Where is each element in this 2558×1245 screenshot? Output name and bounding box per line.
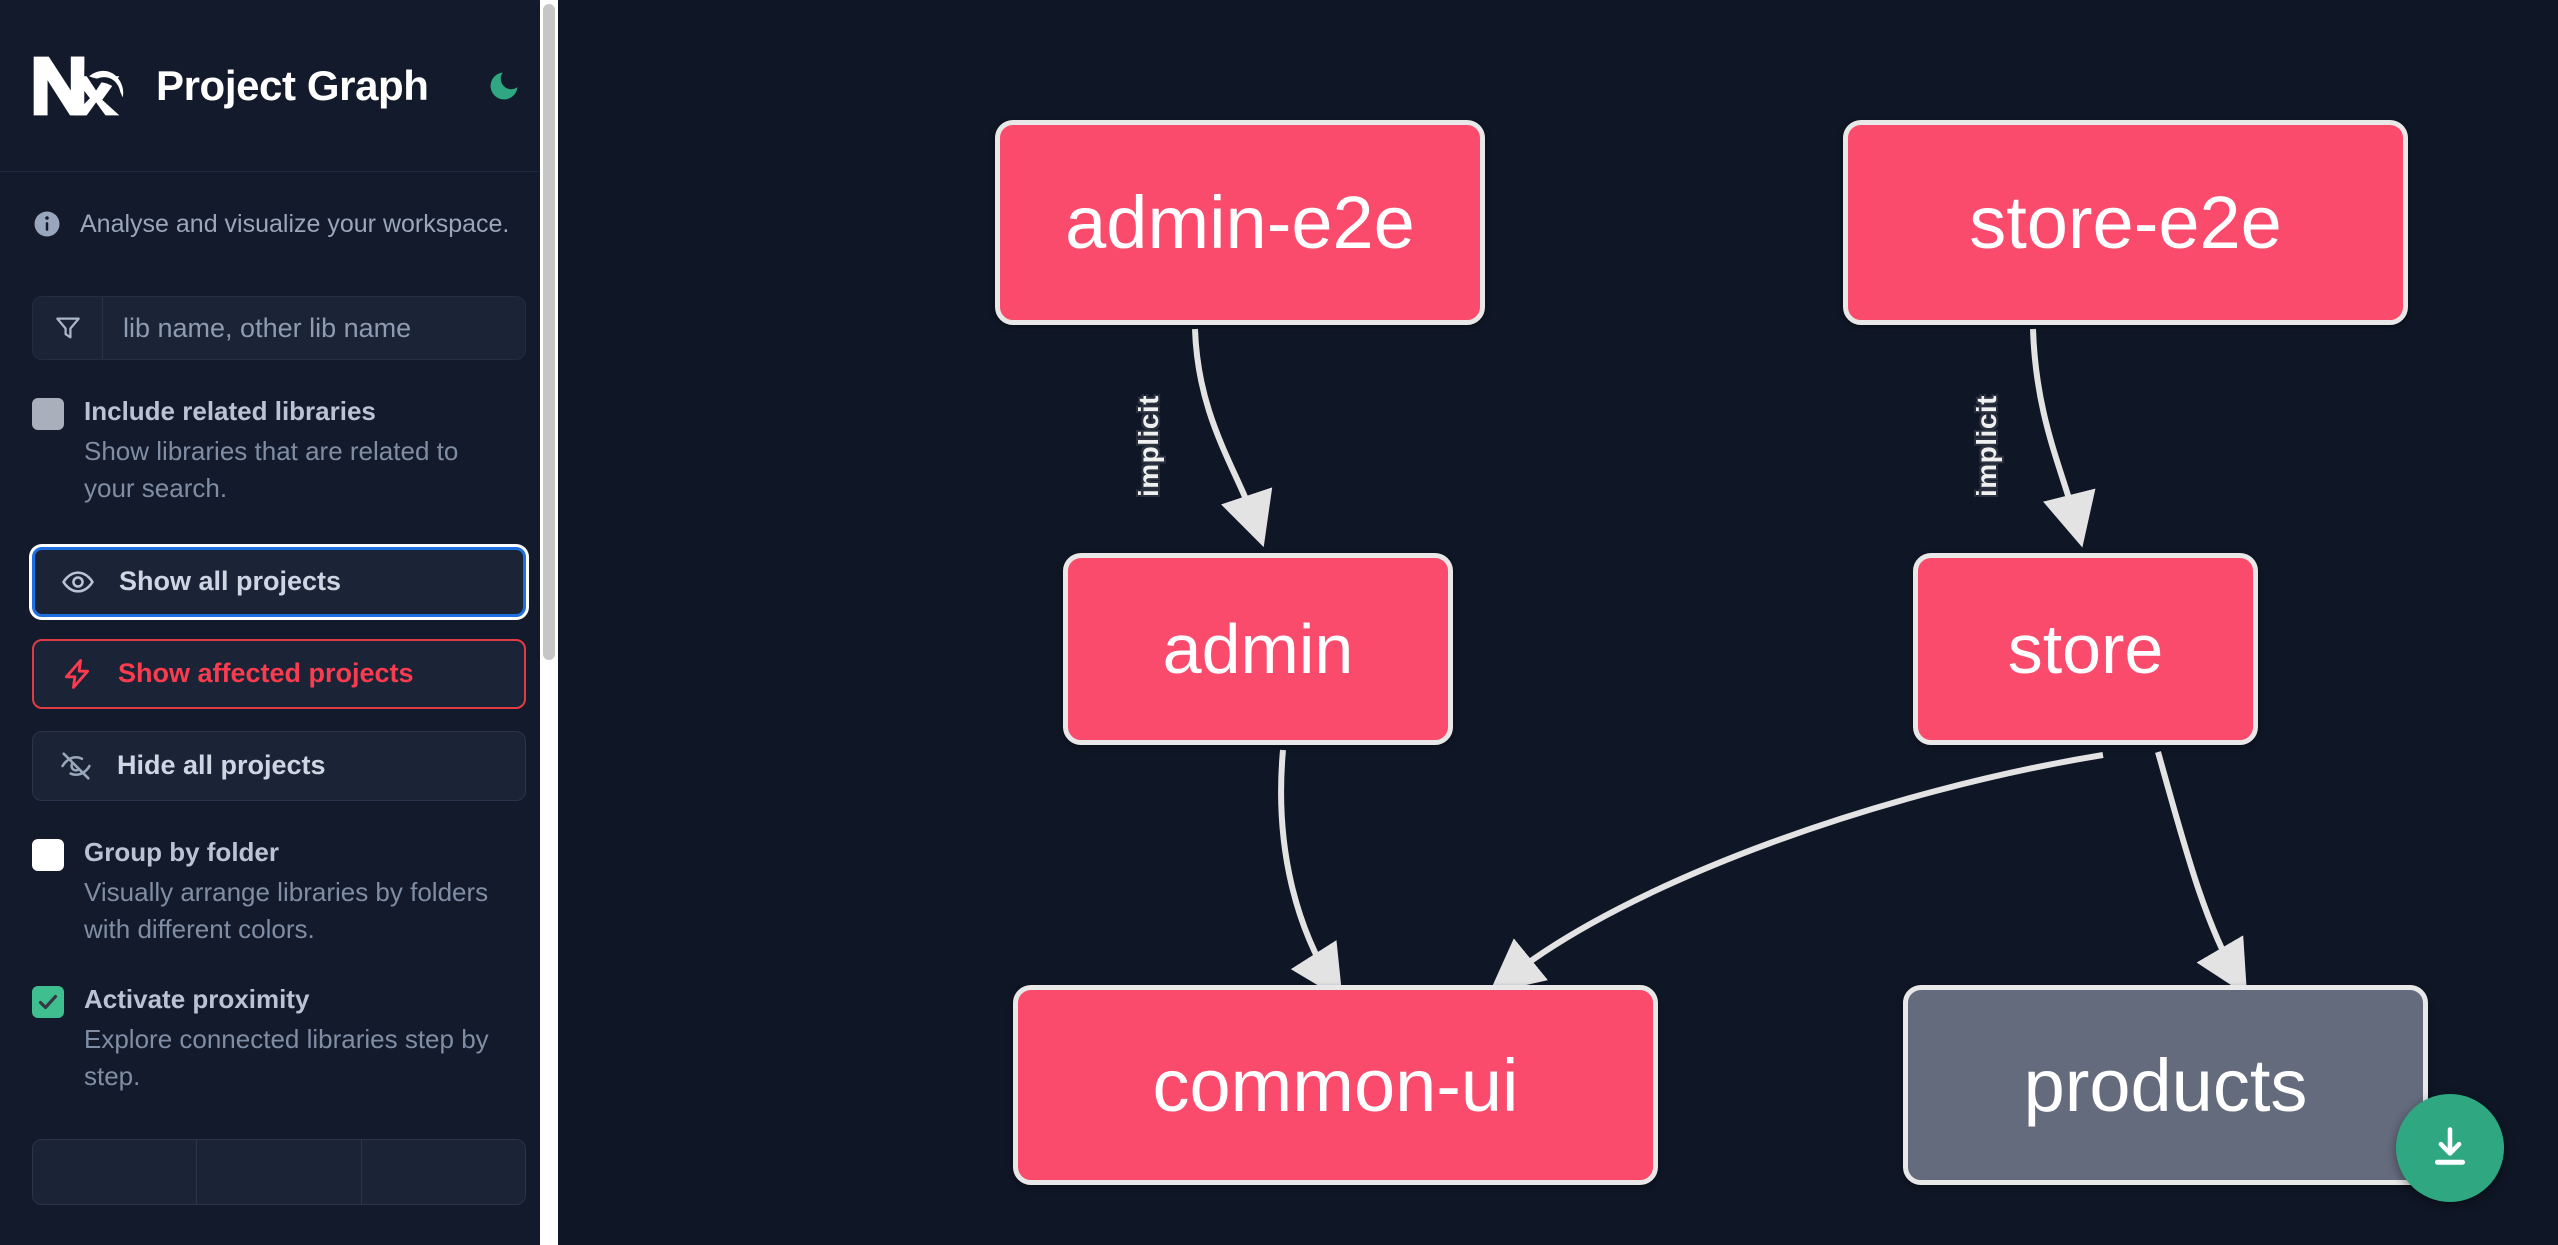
page-title: Project Graph <box>156 61 429 109</box>
sidebar-scrollbar[interactable] <box>540 0 558 1245</box>
option-texts: Activate proximity Explore connected lib… <box>84 982 514 1095</box>
moon-icon <box>490 72 518 99</box>
nx-logo[interactable] <box>32 55 130 117</box>
download-graph-button[interactable] <box>2396 1094 2504 1202</box>
activate-proximity-checkbox[interactable] <box>32 985 64 1018</box>
project-visibility-buttons: Show all projects Show affected projects… <box>32 546 526 801</box>
graph-node-admin-e2e[interactable]: admin-e2e <box>995 120 1485 325</box>
hide-all-projects-button[interactable]: Hide all projects <box>32 730 526 801</box>
filter-icon <box>55 317 80 339</box>
eye-slash-icon <box>61 752 91 780</box>
option-description: Show libraries that are related to your … <box>84 436 459 503</box>
node-label: store <box>2007 610 2164 688</box>
graph-canvas[interactable]: admin-e2e store-e2e admin store common-u… <box>558 0 2558 1245</box>
edge-admin-e2e-admin <box>1192 328 1273 548</box>
group-by-folder-checkbox[interactable] <box>32 838 64 871</box>
option-texts: Include related libraries Show libraries… <box>84 394 514 507</box>
filter-icon-box <box>33 297 103 359</box>
option-include-related-libraries[interactable]: Include related libraries Show libraries… <box>32 394 526 507</box>
sidebar: Project Graph Analyse and visualize your… <box>0 0 558 1245</box>
tagline-text: Analyse and visualize your workspace. <box>80 209 510 238</box>
segmented-option-1[interactable] <box>33 1139 198 1204</box>
graph-node-common-ui[interactable]: common-ui <box>1013 985 1658 1185</box>
lightning-icon <box>64 659 90 689</box>
include-related-libraries-checkbox[interactable] <box>32 398 64 430</box>
option-label: Group by folder <box>84 836 279 867</box>
option-group-by-folder[interactable]: Group by folder Visually arrange librari… <box>32 835 526 948</box>
option-label: Include related libraries <box>84 396 376 426</box>
graph-node-store-e2e[interactable]: store-e2e <box>1843 120 2408 325</box>
theme-toggle-button[interactable] <box>483 64 526 108</box>
option-description: Visually arrange libraries by folders wi… <box>84 877 489 944</box>
checkmark-icon <box>38 994 58 1009</box>
node-label: admin <box>1162 610 1354 688</box>
info-icon <box>34 211 60 237</box>
search-input[interactable] <box>103 297 525 359</box>
node-label: store-e2e <box>1969 181 2282 264</box>
filter-bar <box>32 296 526 360</box>
graph-node-products[interactable]: products <box>1903 985 2428 1185</box>
option-texts: Group by folder Visually arrange librari… <box>84 835 514 948</box>
show-affected-projects-label: Show affected projects <box>118 658 414 689</box>
download-icon <box>2434 1127 2466 1165</box>
sidebar-body: Analyse and visualize your workspace. In… <box>0 172 558 1205</box>
segmented-control <box>32 1138 526 1205</box>
sidebar-header: Project Graph <box>0 0 558 172</box>
tagline: Analyse and visualize your workspace. <box>32 172 526 276</box>
graph-node-admin[interactable]: admin <box>1063 553 1453 745</box>
show-affected-projects-button[interactable]: Show affected projects <box>32 638 526 709</box>
show-all-projects-button[interactable]: Show all projects <box>32 546 526 617</box>
option-description: Explore connected libraries step by step… <box>84 1023 489 1091</box>
segmented-option-2[interactable] <box>197 1139 362 1204</box>
eye-icon <box>62 571 94 593</box>
hide-all-projects-label: Hide all projects <box>117 750 326 781</box>
sidebar-scrollbar-thumb[interactable] <box>543 4 555 660</box>
node-label: products <box>2023 1043 2308 1127</box>
graph-node-store[interactable]: store <box>1913 553 2258 745</box>
node-label: common-ui <box>1152 1043 1519 1127</box>
graph-edges <box>1192 328 2248 1001</box>
show-all-projects-label: Show all projects <box>119 566 342 597</box>
option-activate-proximity[interactable]: Activate proximity Explore connected lib… <box>32 982 526 1095</box>
segmented-option-3[interactable] <box>361 1139 525 1204</box>
option-label: Activate proximity <box>84 983 310 1014</box>
node-label: admin-e2e <box>1065 181 1415 264</box>
